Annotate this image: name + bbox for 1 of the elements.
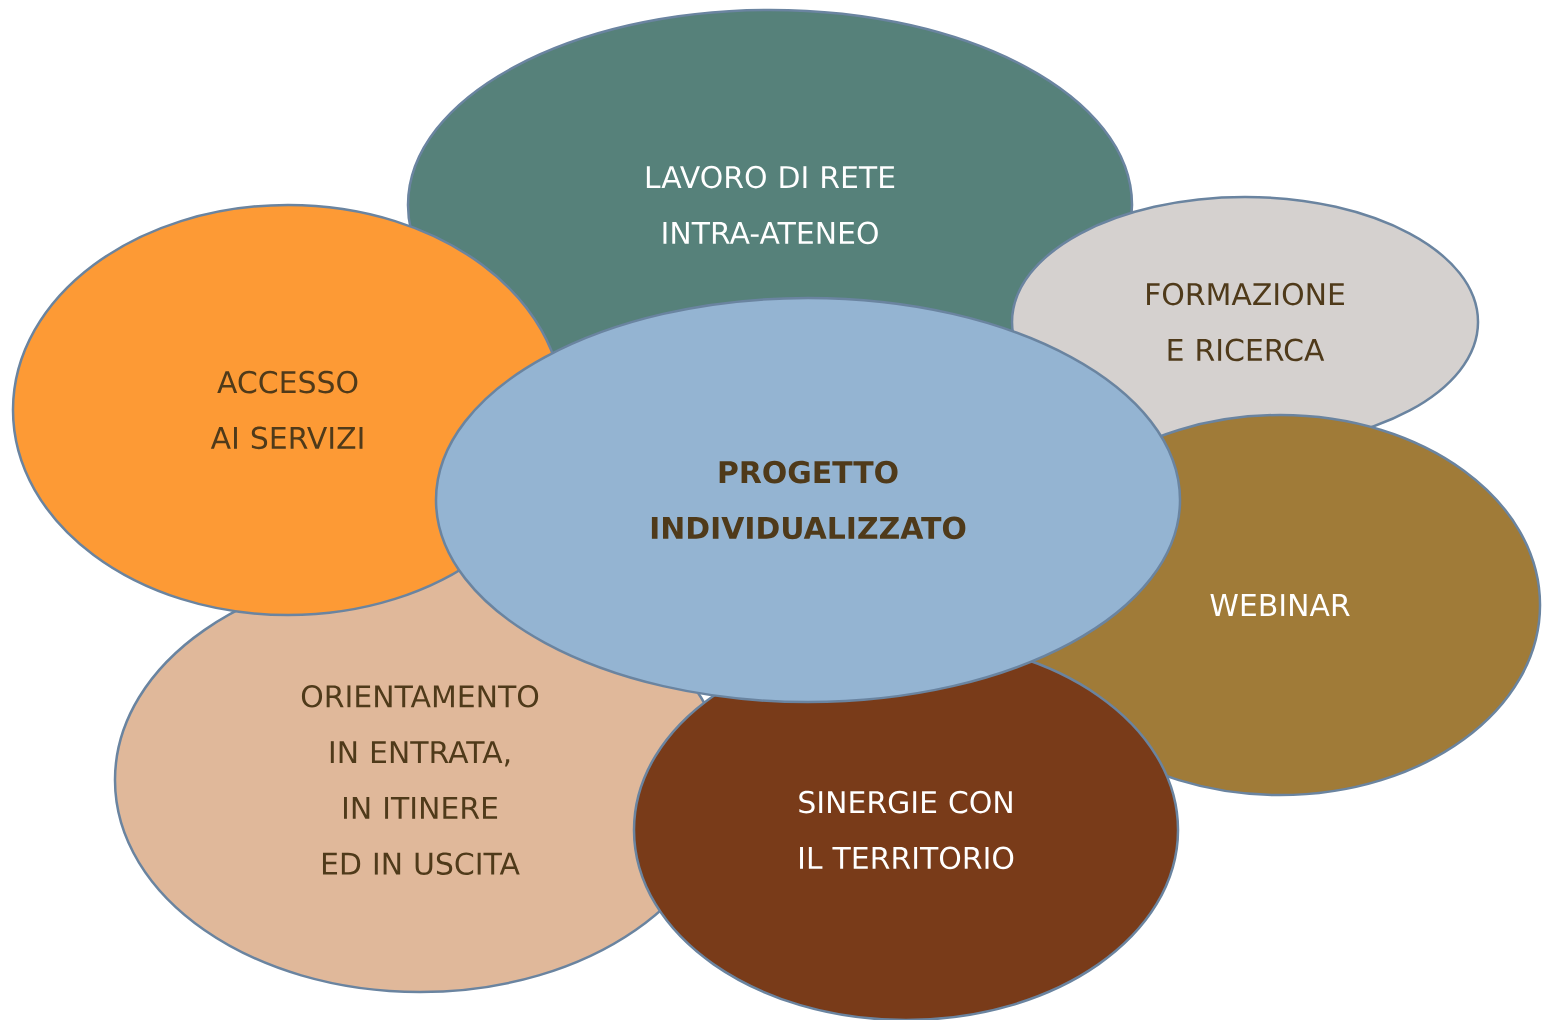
ellipse-bubble: ACCESSO AI SERVIZI xyxy=(11,203,565,617)
